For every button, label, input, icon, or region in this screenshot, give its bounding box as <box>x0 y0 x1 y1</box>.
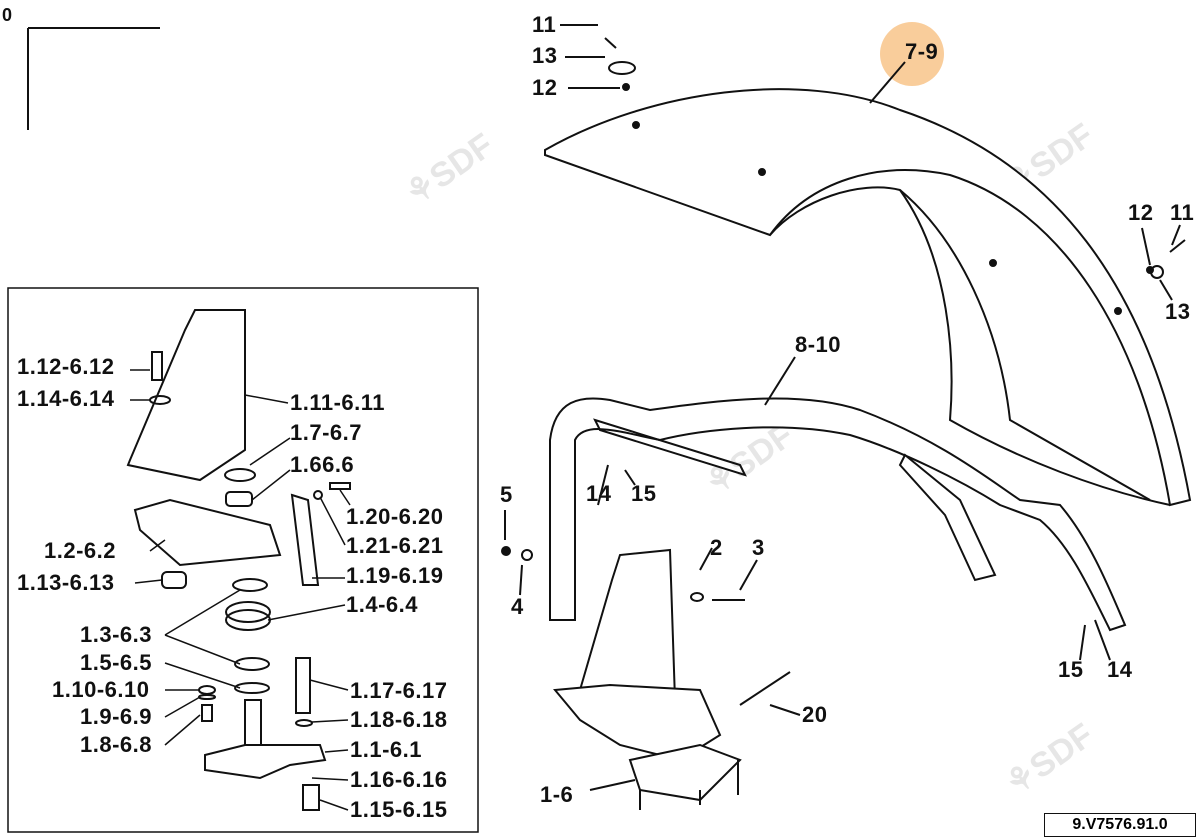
callout-1-16[interactable]: 1.16-6.16 <box>350 767 448 792</box>
callout-13[interactable]: 13 <box>1165 299 1191 324</box>
callout-1-14[interactable]: 1.14-6.14 <box>17 386 115 411</box>
fender-bracket <box>549 397 1127 632</box>
callout-1-11[interactable]: 1.11-6.11 <box>290 390 386 415</box>
drawing-code: 9.V7576.91.0 <box>1044 813 1196 837</box>
callout-14[interactable]: 14 <box>586 481 612 506</box>
callout-1-17[interactable]: 1.17-6.17 <box>350 678 448 703</box>
callout-1-19[interactable]: 1.19-6.19 <box>346 563 444 588</box>
callout-1-4[interactable]: 1.4-6.4 <box>346 592 418 617</box>
callout-20[interactable]: 20 <box>802 702 828 727</box>
callout-1-10[interactable]: 1.10-6.10 <box>52 677 150 702</box>
callout-1-12[interactable]: 1.12-6.12 <box>17 354 115 379</box>
callout-1-2[interactable]: 1.2-6.2 <box>44 538 116 563</box>
callout-15[interactable]: 15 <box>631 481 657 506</box>
callout-14[interactable]: 14 <box>1107 657 1133 682</box>
callout-11[interactable]: 11 <box>1170 200 1195 225</box>
inset-frame <box>7 287 479 833</box>
origin-label: 0 <box>2 5 13 25</box>
callout-1-1[interactable]: 1.1-6.1 <box>350 737 422 762</box>
hotspot-7-9[interactable] <box>880 22 944 86</box>
callout-1-7[interactable]: 1.7-6.7 <box>290 420 362 445</box>
callout-1-13[interactable]: 1.13-6.13 <box>17 570 115 595</box>
callout-2[interactable]: 2 <box>710 535 723 560</box>
callout-13[interactable]: 13 <box>532 43 558 68</box>
callout-1-20[interactable]: 1.20-6.20 <box>346 504 444 529</box>
callout-12[interactable]: 12 <box>1128 200 1154 225</box>
callout-15[interactable]: 15 <box>1058 657 1084 682</box>
callout-1-6[interactable]: 1.66.6 <box>290 452 355 477</box>
fender <box>544 88 1192 507</box>
callout-4[interactable]: 4 <box>511 594 524 619</box>
callout-1-3[interactable]: 1.3-6.3 <box>80 622 152 647</box>
origin-axes <box>27 27 160 130</box>
callout-1-18[interactable]: 1.18-6.18 <box>350 707 448 732</box>
callout-5[interactable]: 5 <box>500 482 513 507</box>
callout-1-9[interactable]: 1.9-6.9 <box>80 704 152 729</box>
callout-11[interactable]: 11 <box>532 12 557 37</box>
callout-1-15[interactable]: 1.15-6.15 <box>350 797 448 822</box>
callout-1-6[interactable]: 1-6 <box>540 782 574 807</box>
callout-8-10[interactable]: 8-10 <box>795 332 842 357</box>
callout-1-8[interactable]: 1.8-6.8 <box>80 732 152 757</box>
callout-7-9[interactable]: 7-9 <box>905 39 939 64</box>
callout-1-21[interactable]: 1.21-6.21 <box>346 533 444 558</box>
callout-1-5[interactable]: 1.5-6.5 <box>80 650 152 675</box>
callout-12[interactable]: 12 <box>532 75 558 100</box>
callout-3[interactable]: 3 <box>752 535 765 560</box>
